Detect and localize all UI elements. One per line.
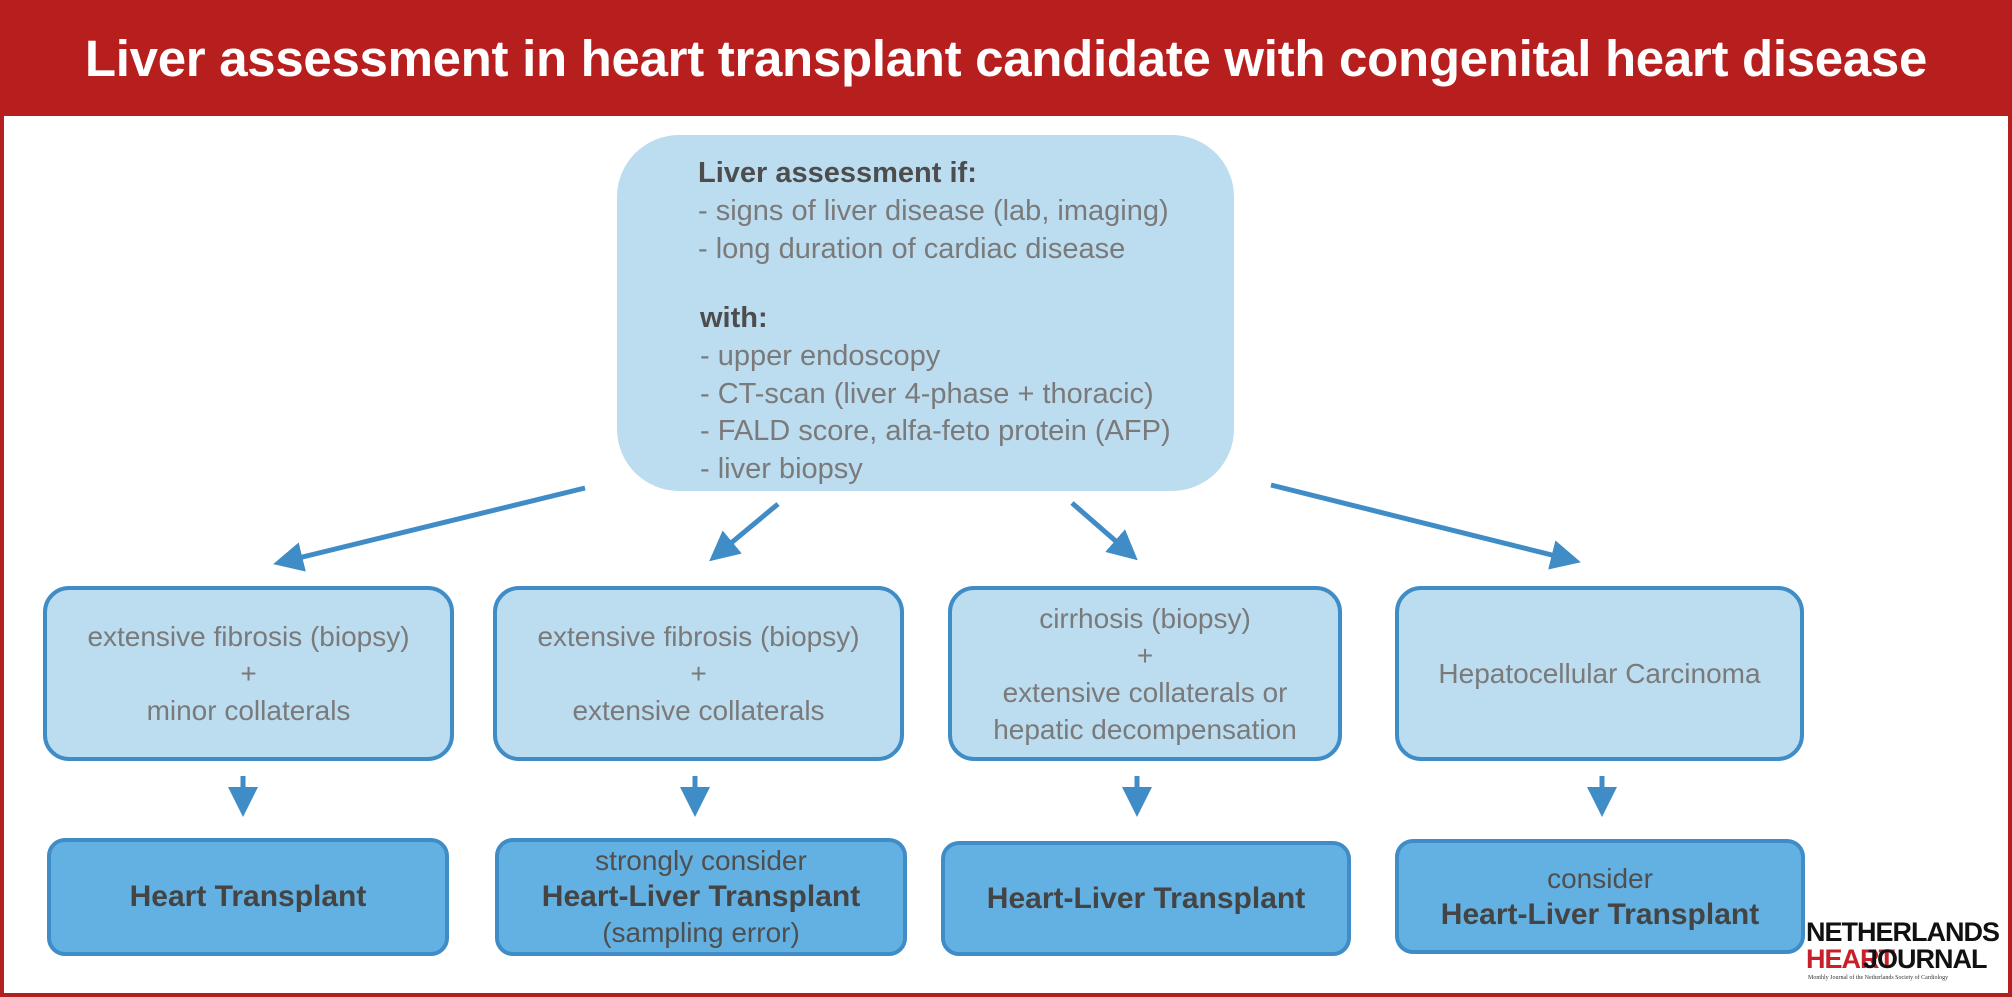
assessment-if-heading: Liver assessment if: [698, 157, 977, 189]
assessment-with-item: - CT-scan (liver 4-phase + thoracic) [700, 378, 1154, 410]
finding-line: cirrhosis (biopsy) [1039, 602, 1251, 634]
finding-line: minor collaterals [146, 695, 351, 726]
finding-line: + [1136, 639, 1154, 671]
arrow-to-finding-1 [273, 485, 586, 572]
outcome-box-4: consider Heart-Liver Transplant [1395, 839, 1805, 954]
title-banner: Liver assessment in heart transplant can… [0, 0, 2012, 116]
arrow-to-finding-3 [1070, 501, 1138, 561]
outcome-pre: consider [1547, 862, 1653, 894]
outcome-box-3: Heart-Liver Transplant [941, 841, 1351, 956]
outcome-pre: strongly consider [595, 845, 807, 876]
arrow-to-finding-4 [1270, 482, 1581, 570]
finding-box-1: extensive fibrosis (biopsy) + minor coll… [43, 586, 454, 761]
arrow-to-finding-2 [709, 502, 780, 562]
logo-line-2-red: HEART [1806, 944, 1895, 974]
finding-line: extensive fibrosis (biopsy) [537, 621, 860, 652]
finding-line: + [240, 658, 257, 689]
assessment-with-item: - FALD score, alfa-feto protein (AFP) [700, 415, 1171, 447]
assessment-with-item: - liver biopsy [700, 453, 863, 485]
finding-line: Hepatocellular Carcinoma [1438, 658, 1761, 689]
outcome-main: Heart-Liver Transplant [986, 881, 1306, 915]
finding-line: hepatic decompensation [993, 713, 1297, 745]
finding-box-3: cirrhosis (biopsy) + extensive collatera… [948, 586, 1342, 761]
journal-logo: NETHERLANDS HEART JOURNAL Monthly Journa… [1806, 918, 2000, 984]
outcome-box-2: strongly consider Heart-Liver Transplant… [495, 838, 907, 956]
outcome-box-1: Heart Transplant [47, 838, 449, 956]
assessment-box: Liver assessment if: - signs of liver di… [617, 135, 1234, 491]
page-title: Liver assessment in heart transplant can… [84, 29, 1928, 87]
assessment-with-item: - upper endoscopy [700, 340, 941, 372]
outcome-main: Heart-Liver Transplant [1440, 897, 1760, 931]
finding-line: extensive collaterals or [1002, 676, 1288, 708]
finding-line: extensive fibrosis (biopsy) [87, 621, 410, 652]
finding-line: extensive collaterals [572, 695, 825, 726]
outcome-post: (sampling error) [602, 917, 800, 948]
logo-line-2-black: JOURNAL [1863, 944, 1988, 974]
assessment-with-heading: with: [700, 302, 768, 334]
finding-box-2: extensive fibrosis (biopsy) + extensive … [493, 586, 904, 761]
finding-box-4: Hepatocellular Carcinoma [1395, 586, 1804, 761]
outcome-main: Heart-Liver Transplant [541, 880, 861, 913]
assessment-if-item: - signs of liver disease (lab, imaging) [698, 195, 1169, 227]
logo-line-1: NETHERLANDS [1806, 917, 2000, 947]
finding-line: + [690, 658, 707, 689]
outcome-main: Heart Transplant [129, 880, 367, 913]
assessment-if-item: - long duration of cardiac disease [698, 233, 1126, 265]
logo-tagline: Monthly Journal of the Netherlands Socie… [1808, 975, 1949, 981]
